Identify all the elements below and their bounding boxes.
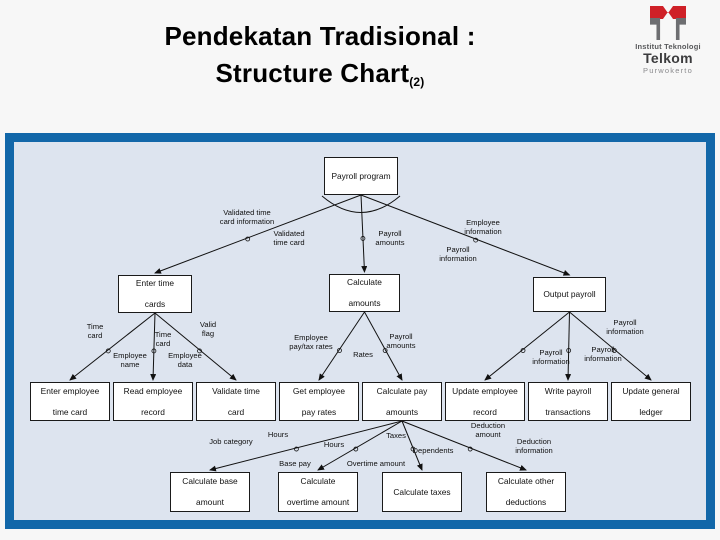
edge-line: [401, 420, 423, 471]
title-line-1: Pendekatan Tradisional :: [164, 21, 476, 51]
module-box[interactable]: Calculate taxes: [382, 472, 462, 512]
module-box[interactable]: Payroll program: [324, 157, 398, 195]
data-couple-icon: [353, 446, 359, 452]
data-couple-label: Valid flag: [199, 320, 217, 339]
edge-line: [401, 420, 527, 471]
logo-institute-text: Institut Teknologi: [635, 42, 701, 51]
data-couple-icon: [467, 446, 473, 452]
data-couple-label: Employee information: [464, 218, 502, 237]
title-line-2: Structure Chart: [215, 57, 410, 88]
data-couple-label: Payroll information: [584, 345, 622, 364]
data-couple-label: Dependents: [412, 446, 454, 455]
edge-line: [154, 194, 362, 274]
data-couple-icon: [410, 446, 416, 452]
data-couple-label: Hours: [267, 430, 289, 439]
data-couple-label: Employee name: [113, 351, 147, 370]
data-couple-label: Validated time card: [273, 229, 305, 248]
data-couple-icon: [151, 348, 157, 354]
data-couple-label: Hours: [323, 440, 345, 449]
data-couple-label: Time card: [86, 322, 104, 341]
data-couple-label: Payroll amounts: [375, 229, 405, 248]
slide-header: Pendekatan Tradisional : Structure Chart…: [0, 0, 720, 130]
data-couple-label: Payroll amounts: [386, 332, 416, 351]
data-couple-icon: [382, 348, 388, 353]
edge-line: [569, 311, 652, 381]
data-couple-icon: [473, 237, 479, 243]
data-couple-icon: [293, 446, 299, 452]
data-couple-label: Base pay: [279, 459, 311, 468]
title-suffix: (2): [409, 74, 425, 89]
logo-campus-text: Purwokerto: [643, 65, 693, 75]
structure-chart-edges: [69, 194, 652, 472]
data-couple-label: Payroll information: [439, 245, 477, 264]
telkom-logo-icon: [645, 6, 691, 40]
edge-line: [360, 194, 368, 273]
data-couple-label: Deduction amount: [470, 421, 506, 440]
iteration-arc-icon: [321, 195, 401, 213]
data-couple-icon: [360, 236, 366, 241]
edge-line: [364, 311, 403, 381]
edge-line: [317, 420, 403, 471]
edge-line: [150, 312, 157, 381]
data-couple-label: Employee data: [168, 351, 202, 370]
logo-brand-text: Telkom: [643, 50, 693, 66]
page-title: Pendekatan Tradisional : Structure Chart…: [60, 18, 580, 92]
data-couple-icon: [245, 236, 251, 242]
edge-line: [565, 311, 572, 381]
data-couple-label: Payroll information: [606, 318, 644, 337]
edge-line: [484, 311, 570, 381]
data-couple-label: Time card: [154, 330, 172, 349]
module-box[interactable]: Output payroll: [533, 277, 606, 312]
data-couple-icon: [337, 348, 342, 353]
data-couple-label: Overtime amount: [346, 459, 406, 468]
edge-line: [154, 312, 237, 381]
data-couple-icon: [105, 348, 111, 354]
data-couple-label: Job category: [209, 437, 253, 446]
edge-line: [209, 420, 403, 472]
edge-line: [318, 311, 365, 381]
data-couple-label: Deduction information: [515, 437, 553, 456]
edge-line: [69, 312, 156, 381]
data-couple-label: Rates: [353, 350, 373, 359]
data-couple-icon: [611, 348, 617, 353]
data-couple-label: Employee pay/tax rates: [289, 333, 333, 352]
institution-logo: Institut Teknologi Telkom Purwokerto: [620, 6, 716, 86]
data-couple-label: Taxes: [386, 431, 406, 440]
data-couple-icon: [566, 348, 572, 353]
data-couple-icon: [197, 348, 202, 354]
data-couple-icon: [520, 348, 526, 353]
data-couple-label: Payroll information: [532, 348, 570, 367]
edge-line: [360, 194, 571, 276]
data-couple-label: Validated time card information: [219, 208, 275, 227]
